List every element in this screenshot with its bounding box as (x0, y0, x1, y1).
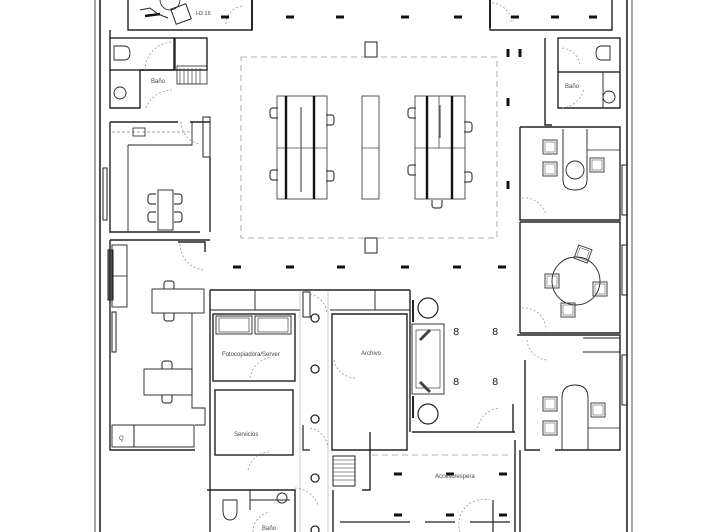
bano-right-label: Baño (565, 84, 580, 90)
ceiling-lights-top (221, 15, 597, 19)
acceso-espera (340, 432, 510, 532)
room-top-right (489, 0, 613, 31)
bano-bottom-label: Baño (262, 526, 277, 532)
ceiling-lights-open-office (233, 49, 522, 269)
room-top-left (127, 0, 253, 31)
acceso-label: Acceso/espera (435, 474, 475, 480)
windows-right (621, 164, 628, 406)
lounge-lights: 8 8 8 8 (453, 327, 498, 388)
bano-left (109, 30, 208, 109)
servicios-label: Servicios (234, 432, 258, 438)
svg-text:8: 8 (492, 377, 498, 388)
fotocopiadora-label: Fotocopiadora/Server (222, 352, 280, 358)
svg-text:8: 8 (453, 377, 459, 388)
column-circles (310, 313, 320, 532)
svg-text:8: 8 (492, 327, 498, 338)
right-rooms (514, 126, 621, 532)
open-office (240, 41, 498, 254)
center-rooms (207, 289, 411, 532)
room-code-label: H2.16 (196, 11, 211, 17)
outer-walls (94, 0, 633, 532)
bano-right (544, 37, 621, 126)
office-left: Q (109, 239, 210, 451)
bano-left-label: Baño (151, 79, 166, 85)
lounge (411, 297, 515, 433)
archivo-label: Archivo (361, 351, 382, 357)
kitchen (109, 116, 211, 233)
svg-text:Q: Q (119, 436, 124, 442)
svg-text:8: 8 (453, 327, 459, 338)
